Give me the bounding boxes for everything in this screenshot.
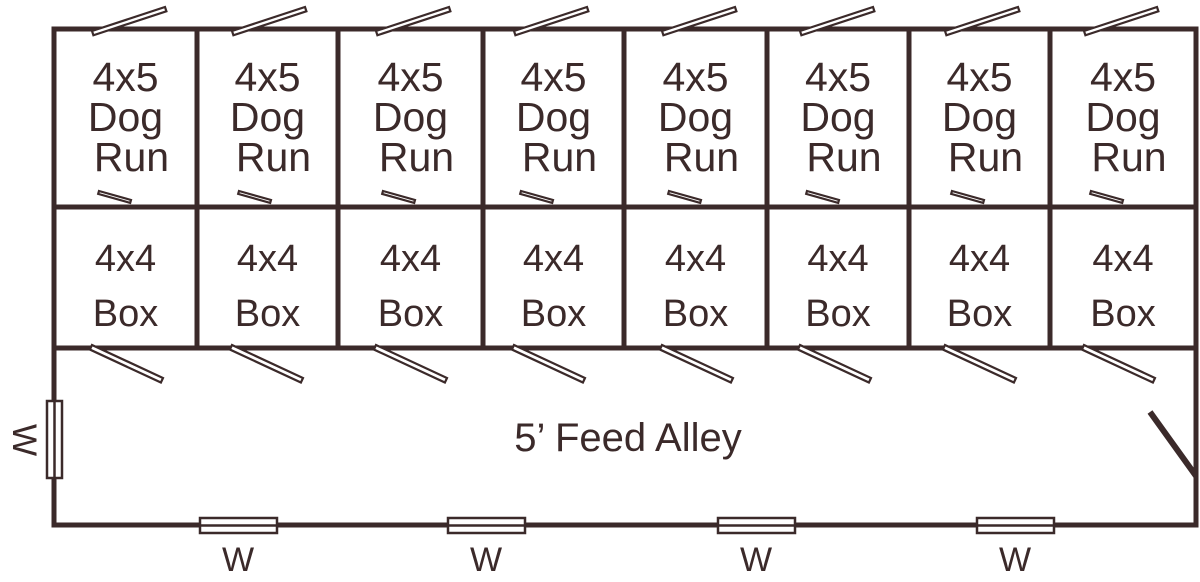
dog-run-label: Dog	[800, 94, 875, 140]
dog-run-size: 4x5	[805, 54, 871, 100]
dog-run-label: Run	[948, 134, 1023, 180]
run-exterior-door	[1082, 5, 1160, 37]
box-alley-door	[510, 343, 587, 384]
doors	[88, 5, 1199, 478]
dog-run-label: Run	[1091, 134, 1166, 180]
box-label: Box	[378, 293, 443, 335]
run-exterior-door	[798, 5, 876, 37]
box-size: 4x4	[949, 238, 1010, 280]
box-size: 4x4	[380, 238, 441, 280]
box-size: 4x4	[95, 238, 156, 280]
box-label: Box	[1090, 293, 1155, 335]
box-alley-door	[228, 343, 305, 384]
run-box-door	[380, 189, 417, 205]
run-box-door	[949, 189, 986, 205]
box-alley-door	[88, 343, 165, 384]
run-exterior-door	[230, 5, 308, 37]
dog-run-label: Dog	[1085, 94, 1160, 140]
dog-run-size: 4x5	[1090, 54, 1156, 100]
dog-run-label: Run	[806, 134, 881, 180]
box-alley-door	[658, 343, 735, 384]
box-alley-door	[372, 343, 449, 384]
box-label: Box	[521, 293, 586, 335]
window-label: W	[222, 541, 254, 579]
box-label: Box	[663, 293, 728, 335]
box-alley-door	[796, 343, 873, 384]
box-size: 4x4	[237, 238, 298, 280]
dog-run-label: Run	[379, 134, 454, 180]
dog-run-label: Dog	[658, 94, 733, 140]
box-alley-door	[941, 343, 1018, 384]
dog-run-size: 4x5	[92, 54, 158, 100]
dog-run-size: 4x5	[520, 54, 586, 100]
feed-alley-label: 5’ Feed Alley	[514, 416, 742, 460]
labels: 4x5DogRun4x4Box4x5DogRun4x4Box4x5DogRun4…	[5, 54, 1167, 579]
dog-run-size: 4x5	[662, 54, 728, 100]
run-exterior-door	[660, 5, 738, 37]
windows	[45, 399, 1056, 535]
run-box-door	[518, 189, 555, 205]
run-box-door	[1088, 189, 1125, 205]
box-label: Box	[235, 293, 300, 335]
box-label: Box	[805, 293, 870, 335]
window-label: W	[470, 541, 502, 579]
window-label: W	[740, 541, 772, 579]
dog-run-label: Dog	[230, 94, 305, 140]
run-exterior-door	[374, 5, 452, 37]
dog-run-label: Run	[522, 134, 597, 180]
run-box-door	[666, 189, 703, 205]
dog-run-label: Dog	[942, 94, 1017, 140]
dog-run-size: 4x5	[234, 54, 300, 100]
dog-run-label: Run	[664, 134, 739, 180]
dog-run-size: 4x5	[377, 54, 443, 100]
box-label: Box	[947, 293, 1012, 335]
box-size: 4x4	[1092, 238, 1153, 280]
window-label: W	[999, 541, 1031, 579]
box-size: 4x4	[665, 238, 726, 280]
walls	[51, 26, 1199, 528]
dog-run-size: 4x5	[946, 54, 1012, 100]
run-exterior-door	[90, 5, 168, 37]
run-box-door	[236, 189, 273, 205]
dog-run-label: Dog	[373, 94, 448, 140]
dog-run-label: Dog	[88, 94, 163, 140]
box-label: Box	[93, 293, 158, 335]
alley-end-door[interactable]	[1147, 410, 1199, 478]
dog-run-label: Dog	[516, 94, 591, 140]
box-size: 4x4	[807, 238, 868, 280]
dog-run-label: Run	[94, 134, 169, 180]
run-exterior-door	[512, 5, 590, 37]
box-size: 4x4	[523, 238, 584, 280]
run-exterior-door	[943, 5, 1021, 37]
window-label: W	[5, 424, 43, 456]
box-alley-door	[1080, 343, 1157, 384]
dog-run-label: Run	[236, 134, 311, 180]
run-box-door	[96, 189, 133, 205]
run-box-door	[804, 189, 841, 205]
